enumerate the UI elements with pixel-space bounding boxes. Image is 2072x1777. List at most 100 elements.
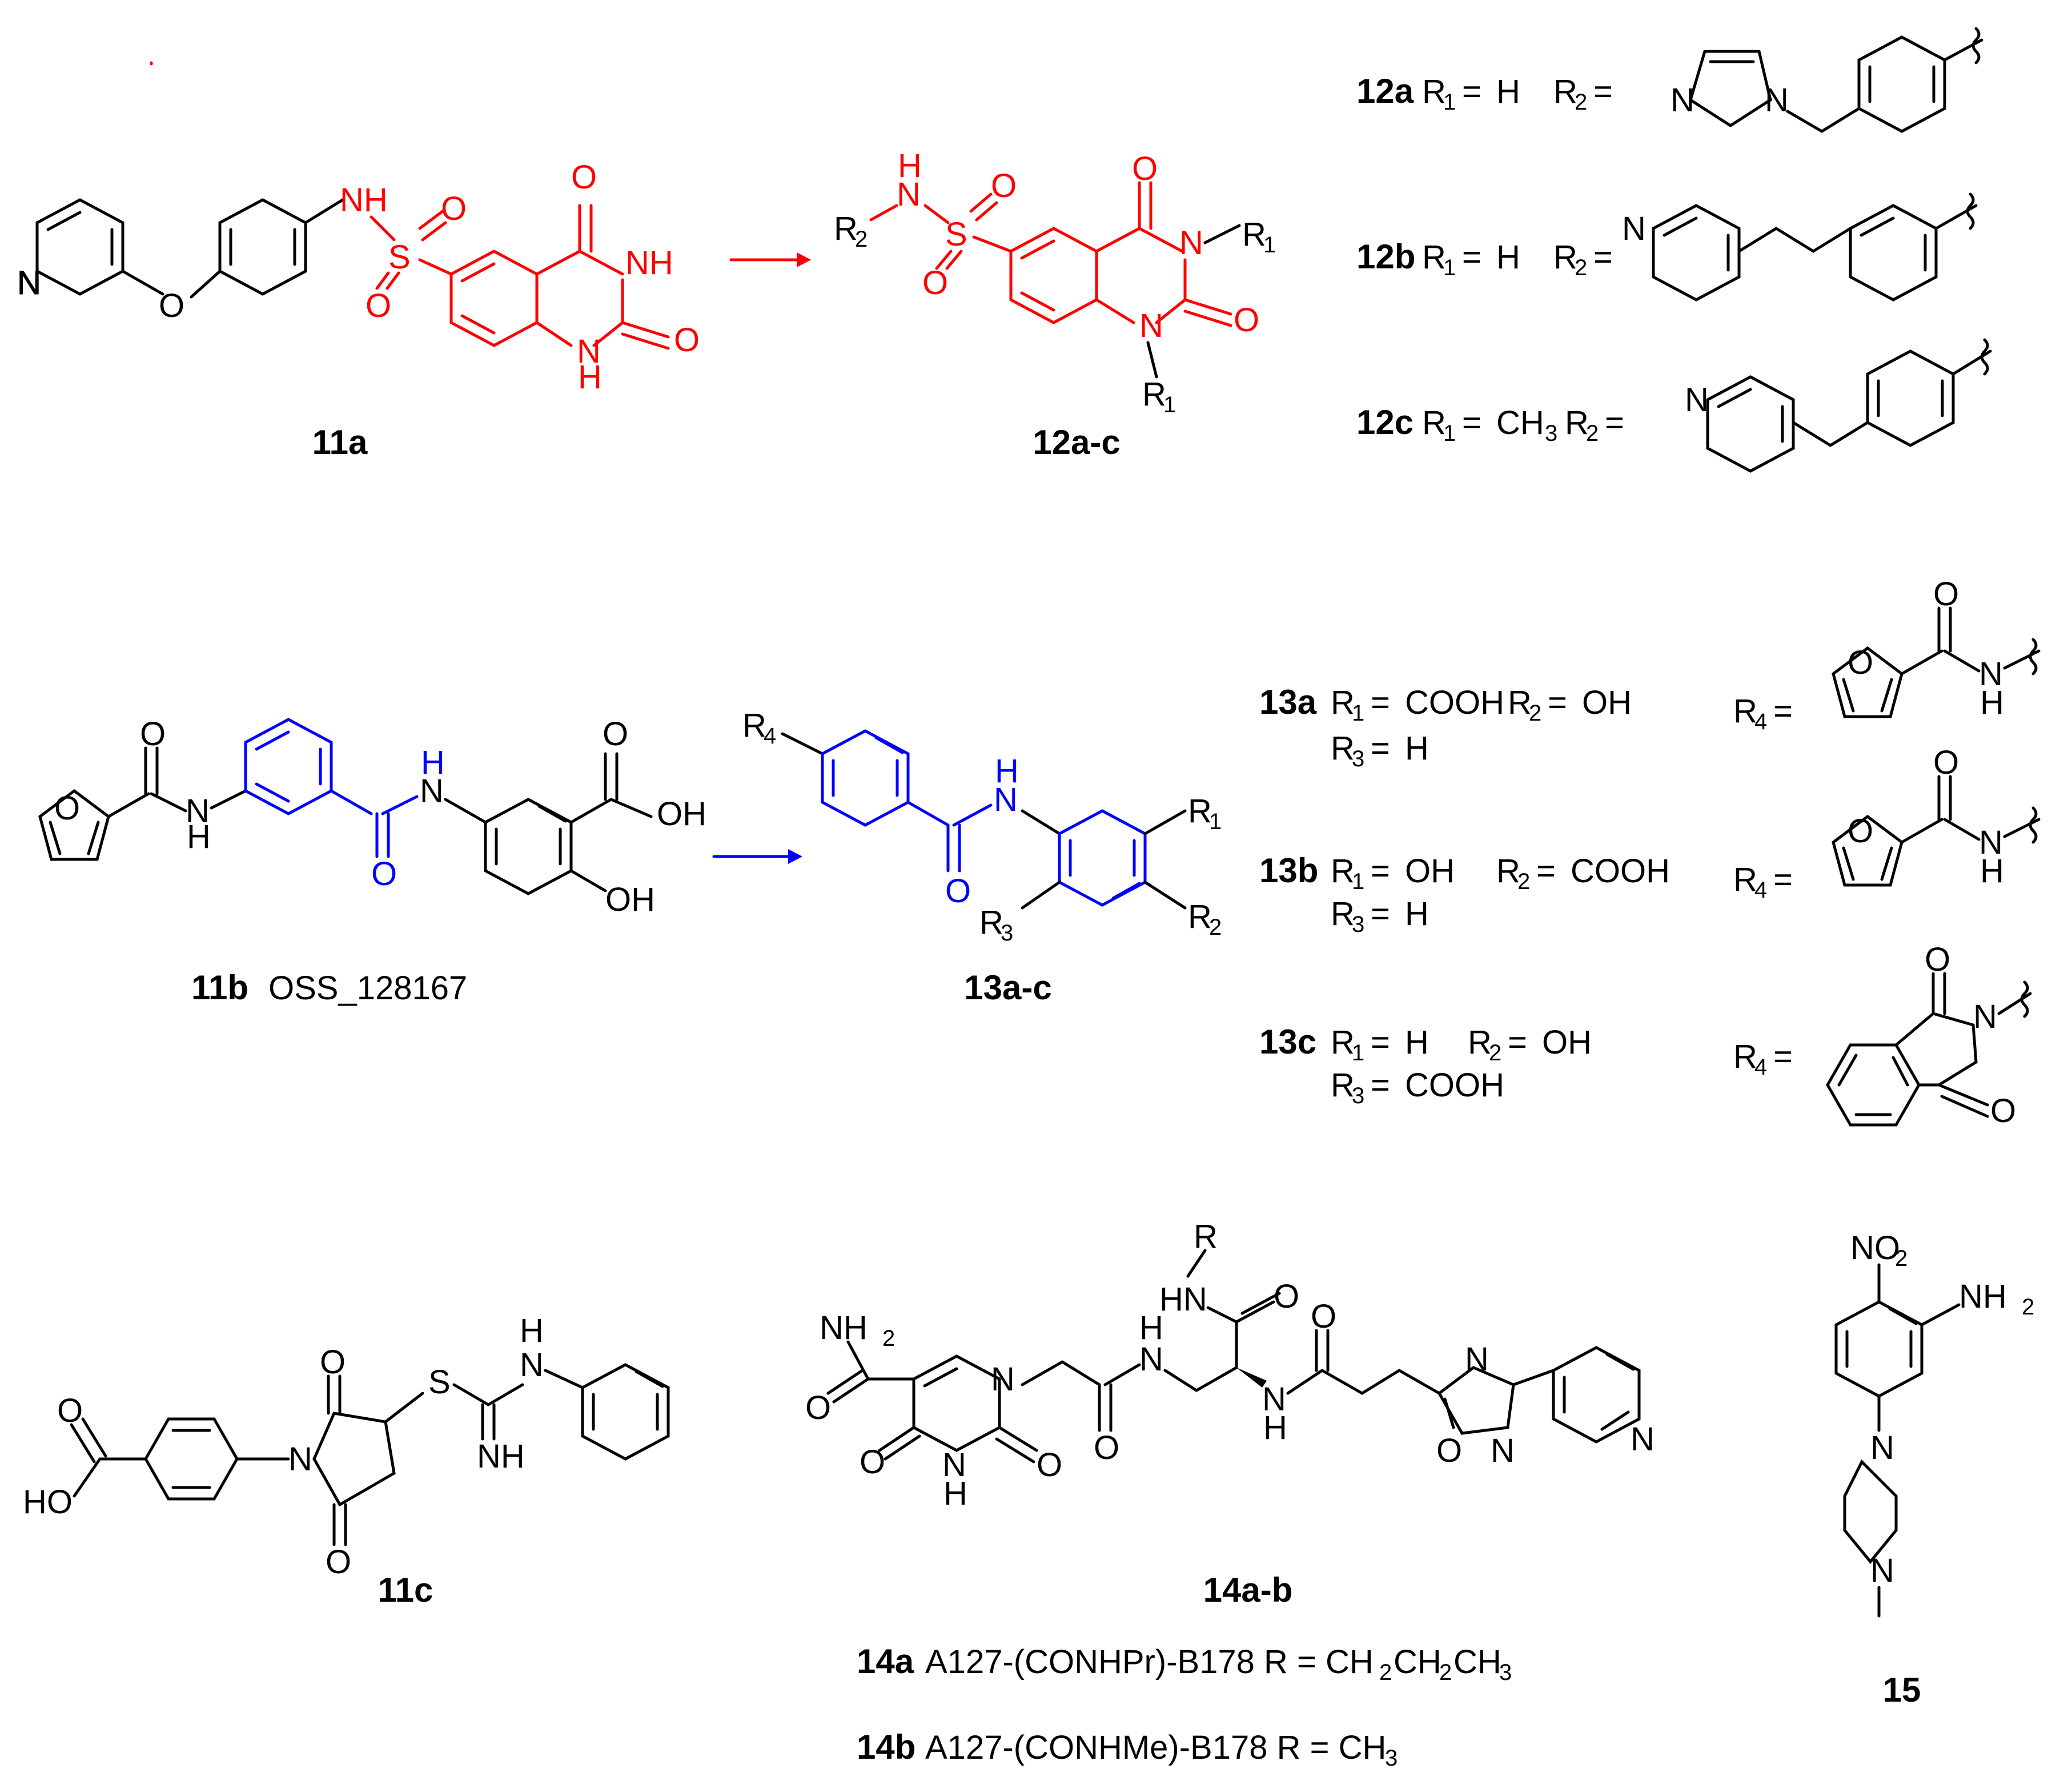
svg-text:=: = — [1371, 684, 1390, 721]
svg-text:N: N — [1979, 656, 2003, 693]
svg-text:CH: CH — [1453, 1643, 1501, 1680]
atom-O: O — [674, 321, 700, 359]
svg-text:R: R — [1331, 1024, 1355, 1061]
phenyl-ring — [1857, 35, 1946, 133]
svg-text:S: S — [428, 1364, 451, 1401]
svg-text:2: 2 — [1517, 869, 1530, 894]
svg-text:4: 4 — [764, 723, 776, 749]
svg-text:NO: NO — [1850, 1229, 1900, 1267]
svg-text:R: R — [1331, 1067, 1355, 1104]
svg-text:2: 2 — [2022, 1294, 2034, 1320]
svg-text:1: 1 — [1352, 701, 1364, 726]
svg-text:R: R — [1422, 73, 1446, 110]
svg-text:3: 3 — [1352, 1083, 1364, 1108]
svg-text:1: 1 — [1443, 421, 1456, 446]
phenyl-ring — [1866, 349, 1955, 447]
svg-text:N: N — [991, 1361, 1015, 1398]
phenyl-ring — [1849, 204, 1938, 301]
arrow-blue-head — [788, 849, 802, 864]
label-13c: 13c — [1259, 1023, 1316, 1061]
svg-text:4: 4 — [1754, 878, 1767, 903]
atom-O: O — [441, 190, 467, 227]
svg-text:OH: OH — [1405, 853, 1455, 890]
svg-text:R: R — [1188, 793, 1212, 830]
svg-text:O: O — [140, 715, 166, 753]
svg-text:N: N — [1262, 1381, 1286, 1418]
svg-text:COOH: COOH — [1405, 684, 1504, 721]
svg-text:N: N — [1671, 82, 1694, 119]
svg-text:H: H — [943, 1475, 967, 1512]
atom-O: O — [991, 167, 1017, 204]
wavy-bond — [1971, 27, 1981, 65]
svg-text:N: N — [186, 793, 210, 830]
svg-text:O: O — [805, 1389, 831, 1426]
svg-text:=: = — [1605, 404, 1624, 441]
structure-11a: N O NH S O O O NH O N H — [17, 61, 700, 396]
svg-text:=: = — [1371, 1024, 1390, 1061]
svg-text:N: N — [288, 1441, 312, 1478]
row-13c: 13c R 1 = H R 2 = OH R 3 = COOH R 4 = O … — [1259, 941, 2032, 1129]
svg-text:N: N — [1973, 998, 1997, 1035]
svg-text:O: O — [57, 1392, 83, 1429]
svg-text:2: 2 — [1379, 1660, 1392, 1685]
aniline-ring — [1058, 809, 1147, 907]
pyridine-ring — [1652, 204, 1741, 301]
wavy-bond — [1980, 338, 1989, 376]
svg-text:2: 2 — [1209, 915, 1222, 940]
svg-text:N: N — [1465, 1341, 1489, 1378]
label-14a-b: 14a-b — [1203, 1571, 1293, 1609]
label-11b-code: OSS_128167 — [268, 970, 467, 1007]
label-14a: 14a — [857, 1642, 914, 1680]
svg-text:H: H — [1139, 1309, 1163, 1346]
svg-text:1: 1 — [1443, 255, 1456, 280]
label-13a-c: 13a-c — [964, 968, 1051, 1007]
salicylic-ring — [484, 798, 573, 895]
benzene-ring — [821, 729, 910, 827]
atom-O: O — [366, 287, 391, 324]
piperazine-ring — [1843, 1459, 1898, 1564]
svg-text:2: 2 — [1575, 90, 1587, 115]
svg-text:=: = — [1371, 1067, 1390, 1104]
label-12a: 12a — [1356, 72, 1414, 110]
benzo-ring — [1826, 1043, 1921, 1127]
atom-N: N — [1139, 307, 1163, 344]
label-14b-desc: A127-(CONHMe)-B178 R = CH — [925, 1729, 1386, 1766]
label-11c: 11c — [378, 1571, 433, 1609]
svg-text:=: = — [1536, 853, 1556, 890]
svg-text:O: O — [1925, 941, 1950, 978]
structure-15: NO 2 NH 2 N N — [1834, 1229, 2034, 1618]
svg-text:O: O — [326, 1543, 351, 1581]
svg-text:O: O — [1933, 744, 1959, 781]
svg-text:3: 3 — [1499, 1660, 1512, 1685]
svg-text:O: O — [1990, 1092, 2016, 1129]
arrow-red-head — [797, 252, 811, 267]
label-12c: 12c — [1356, 403, 1414, 441]
svg-text:H: H — [1496, 73, 1520, 110]
svg-text:N: N — [994, 781, 1018, 818]
benzene-ring — [244, 718, 333, 815]
svg-text:=: = — [1773, 861, 1793, 898]
svg-text:O: O — [945, 873, 971, 910]
svg-text:1: 1 — [1443, 90, 1456, 115]
svg-text:R: R — [1733, 693, 1757, 730]
svg-text:2: 2 — [1586, 421, 1599, 446]
atom-N: N — [17, 264, 41, 301]
svg-text:N: N — [1622, 210, 1646, 247]
row-12b: 12b R 1 = H R 2 = N — [1356, 192, 1978, 301]
wavy-bond — [2020, 980, 2029, 1018]
svg-text:N: N — [1870, 1552, 1894, 1589]
svg-text:=: = — [1371, 853, 1390, 890]
svg-text:4: 4 — [1754, 709, 1767, 734]
svg-text:=: = — [1462, 239, 1481, 276]
imide-ring — [1894, 1012, 1978, 1087]
imidazole-ring — [1689, 50, 1772, 127]
svg-text:R: R — [1553, 73, 1577, 110]
svg-text:H: H — [1405, 730, 1429, 767]
svg-text:=: = — [1548, 684, 1567, 721]
svg-text:H: H — [187, 818, 211, 855]
svg-text:1: 1 — [1263, 232, 1276, 258]
svg-text:=: = — [1593, 239, 1613, 276]
svg-text:O: O — [1436, 1432, 1462, 1469]
svg-text:R: R — [1422, 239, 1446, 276]
